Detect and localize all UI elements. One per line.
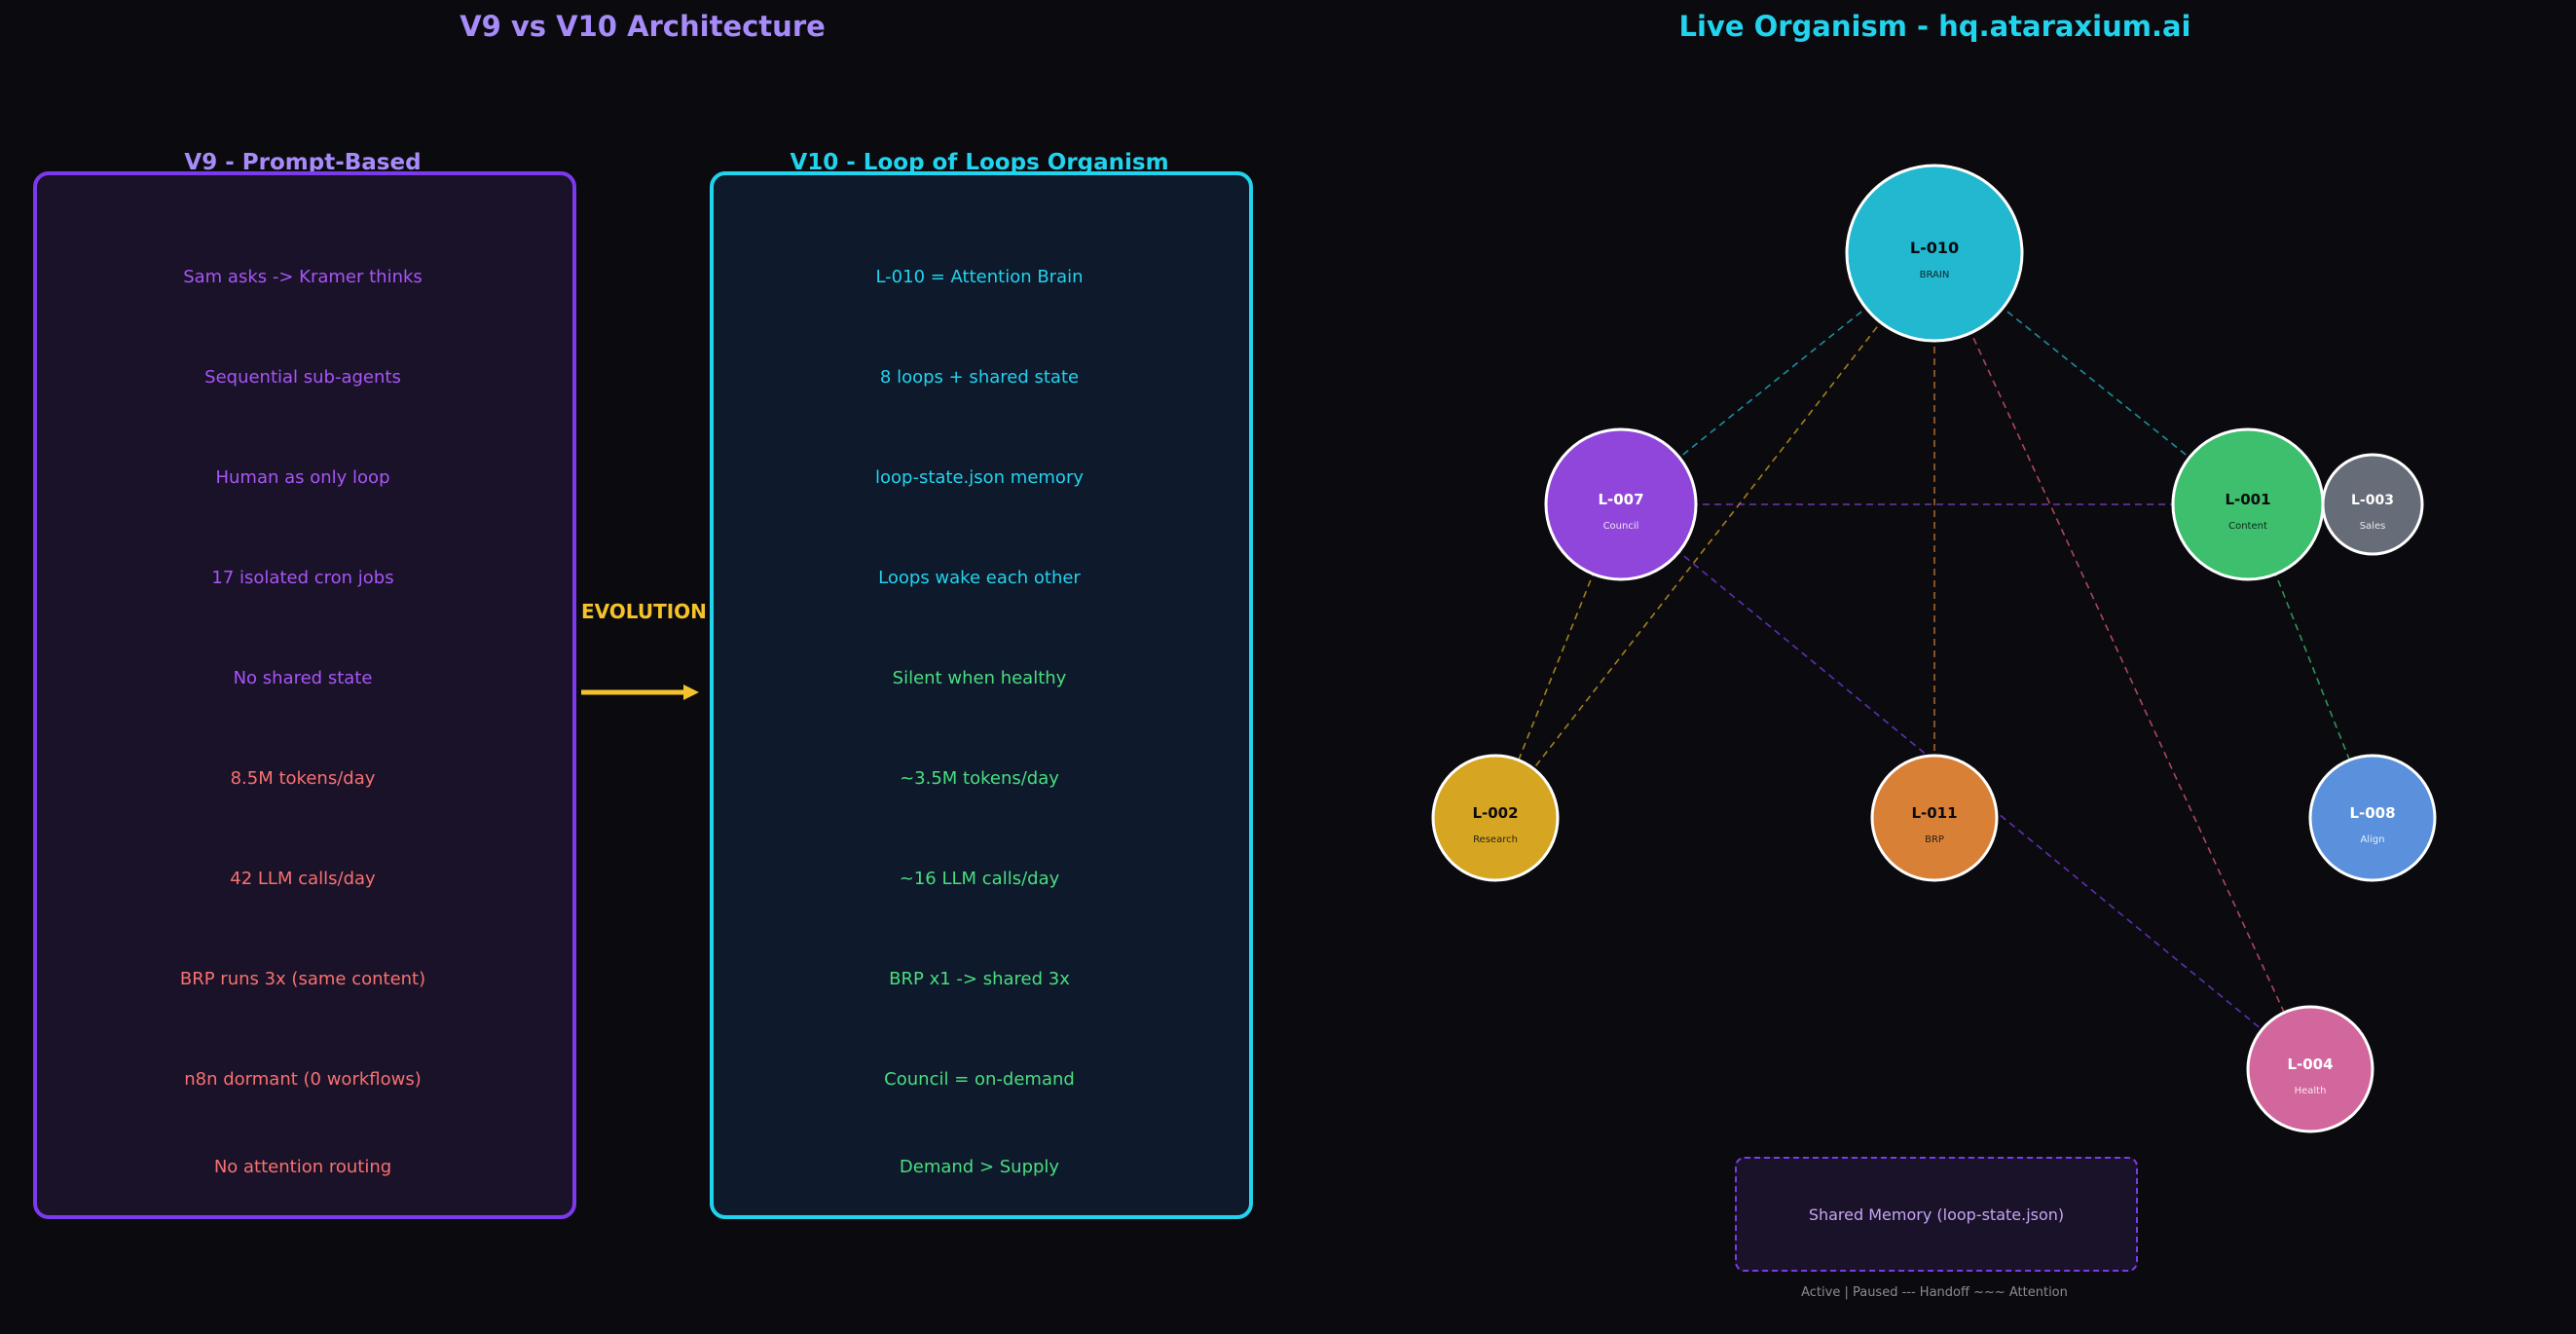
v10-item: Demand > Supply bbox=[899, 1157, 1060, 1177]
v9-item: 8.5M tokens/day bbox=[230, 768, 376, 789]
node-id: L-010 bbox=[1910, 239, 1959, 257]
v9-item: 42 LLM calls/day bbox=[230, 869, 376, 889]
v9-item: BRP runs 3x (same content) bbox=[179, 969, 426, 989]
v10-item: Loops wake each other bbox=[878, 568, 1081, 588]
v10-item: L-010 = Attention Brain bbox=[875, 267, 1084, 287]
v9-item: 17 isolated cron jobs bbox=[211, 568, 394, 588]
node-label: Research bbox=[1473, 834, 1518, 845]
nodes-layer: L-010BRAINL-007CouncilL-001ContentL-003S… bbox=[1431, 164, 2437, 1133]
node-circle bbox=[1431, 754, 1560, 882]
node-label: Sales bbox=[2360, 521, 2386, 532]
v9-heading: V9 - Prompt-Based bbox=[184, 150, 422, 175]
node-id: L-003 bbox=[2351, 493, 2394, 508]
edge-l-010-l-002 bbox=[1494, 252, 1935, 819]
v10-item: Council = on-demand bbox=[884, 1069, 1075, 1090]
shared-memory-label: Shared Memory (loop-state.json) bbox=[1808, 1204, 2065, 1224]
edge-l-010-l-001 bbox=[1933, 252, 2249, 505]
node-circle bbox=[2308, 754, 2437, 882]
node-circle bbox=[2246, 1005, 2374, 1133]
node-label: BRAIN bbox=[1920, 270, 1950, 280]
v9-item: No shared state bbox=[233, 668, 373, 688]
edge-l-010-l-004 bbox=[1933, 252, 2311, 1070]
node-id: L-008 bbox=[2349, 804, 2395, 822]
node-label: Align bbox=[2360, 834, 2384, 845]
node-label: Content bbox=[2228, 521, 2267, 532]
v9-item: n8n dormant (0 workflows) bbox=[184, 1069, 422, 1090]
edge-l-010-l-007 bbox=[1620, 252, 1935, 505]
v9-item: No attention routing bbox=[213, 1157, 392, 1177]
architecture-title: V9 vs V10 Architecture bbox=[460, 10, 826, 43]
node-label: BRP bbox=[1925, 834, 1944, 845]
node-id: L-004 bbox=[2287, 1056, 2333, 1073]
node-label: Health bbox=[2295, 1086, 2327, 1096]
v10-item: BRP x1 -> shared 3x bbox=[889, 969, 1070, 989]
v10-item: ~16 LLM calls/day bbox=[899, 869, 1060, 889]
v10-heading: V10 - Loop of Loops Organism bbox=[790, 150, 1169, 175]
node-label: Council bbox=[1603, 521, 1639, 532]
v10-item: ~3.5M tokens/day bbox=[900, 768, 1059, 789]
organism-title: Live Organism - hq.ataraxium.ai bbox=[1678, 10, 2191, 43]
v9-panel bbox=[33, 171, 576, 1219]
node-circle bbox=[1544, 427, 1698, 581]
v10-item: Silent when healthy bbox=[892, 668, 1067, 688]
v9-item: Human as only loop bbox=[215, 467, 390, 488]
v9-item: Sequential sub-agents bbox=[204, 367, 401, 388]
v10-item: loop-state.json memory bbox=[875, 467, 1084, 488]
node-id: L-002 bbox=[1472, 804, 1518, 822]
node-id: L-011 bbox=[1911, 804, 1957, 822]
node-circle bbox=[1870, 754, 1999, 882]
legend: Active | Paused --- Handoff ~~~ Attentio… bbox=[1801, 1285, 2068, 1300]
v10-panel bbox=[710, 171, 1253, 1219]
v10-item: 8 loops + shared state bbox=[879, 367, 1080, 388]
node-circle bbox=[2321, 453, 2424, 556]
node-circle bbox=[1845, 164, 2024, 343]
v9-item: Sam asks -> Kramer thinks bbox=[183, 267, 423, 287]
shared-memory-box: Shared Memory (loop-state.json) bbox=[1735, 1157, 2138, 1272]
edges-layer bbox=[1494, 252, 2374, 1070]
node-id: L-007 bbox=[1598, 491, 1643, 508]
node-id: L-001 bbox=[2225, 491, 2270, 508]
evolution-label: EVOLUTION bbox=[581, 600, 707, 623]
